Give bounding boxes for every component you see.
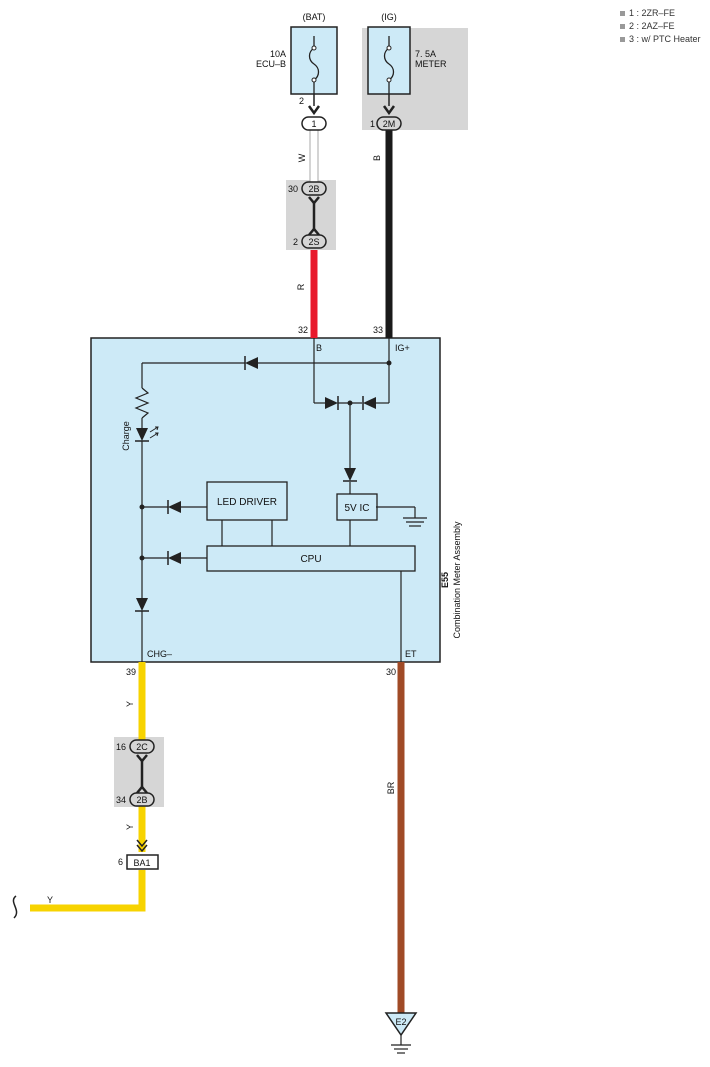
junction-arrow-icon [136, 839, 148, 853]
terminal-b-name: B [316, 343, 322, 353]
terminal-et-name: ET [405, 649, 417, 659]
connector-arrow-icon [307, 105, 321, 116]
ground-e2-icon [384, 1012, 418, 1037]
ic-5v-block [336, 493, 378, 521]
wire-label-b: B [372, 155, 382, 161]
wire-label-r: R [296, 283, 306, 290]
terminal-b-pin: 32 [298, 325, 308, 335]
component-id: E55 [440, 572, 450, 588]
connector-2s [301, 234, 327, 249]
wire-label-w: W [297, 153, 307, 162]
wire-label-y-2: Y [125, 824, 135, 830]
note-item: 2 : 2AZ–FE [620, 20, 701, 33]
component-name: Combination Meter Assembly [452, 521, 462, 639]
note-item: 3 : w/ PTC Heater [620, 33, 701, 46]
connector-2b-bottom-pin: 34 [116, 795, 126, 805]
diode-icon [168, 552, 181, 564]
wire-white [309, 129, 319, 183]
wire-label-y-1: Y [125, 701, 135, 707]
ig-fuse-icon [383, 36, 395, 94]
ic-5v-label: 5V IC [344, 503, 369, 514]
diode-icon [168, 501, 181, 513]
connector-2s-pin: 2 [293, 237, 298, 247]
diode-icon [344, 468, 356, 481]
terminal-ig-pin: 33 [373, 325, 383, 335]
connector-2b-bottom-label: 2B [136, 795, 147, 805]
wire-break-icon [12, 895, 18, 919]
combination-meter-box [90, 337, 441, 663]
wire-label-y-3: Y [47, 895, 53, 905]
connector-2b-top-label: 2B [308, 184, 319, 194]
connector-2c-pin: 16 [116, 742, 126, 752]
connector-2c [129, 739, 155, 754]
terminal-chg-name: CHG– [147, 649, 172, 659]
diode-icon [245, 357, 258, 369]
connector-2b-bottom [129, 792, 155, 807]
connector-2m-label: 2M [383, 119, 396, 129]
ig-fuse-rating: 7. 5A [415, 49, 436, 59]
connector-arrow-icon [382, 105, 396, 116]
variant-notes: 1 : 2ZR–FE 2 : 2AZ–FE 3 : w/ PTC Heater [620, 7, 701, 46]
charge-led-icon [136, 428, 148, 441]
bat-fuse-pin: 2 [299, 96, 304, 106]
terminal-chg-pin: 39 [126, 667, 136, 677]
cpu-block [206, 545, 416, 572]
ig-source-label: (IG) [381, 12, 397, 22]
charge-lamp-label: Charge [121, 421, 131, 451]
led-driver-block [206, 481, 288, 521]
ground-label: E2 [395, 1017, 406, 1027]
note-text: 1 : 2ZR–FE [629, 8, 676, 18]
wire-yellow-lower [30, 870, 146, 912]
ig-fuse-pin: 1 [370, 119, 375, 129]
connector-ba1-label: BA1 [133, 858, 150, 868]
ig-fuse-name: METER [415, 59, 447, 69]
connector-2s-label: 2S [308, 237, 319, 247]
connector-2c-label: 2C [136, 742, 148, 752]
led-driver-label: LED DRIVER [217, 497, 277, 508]
diode-icon [363, 397, 376, 409]
connector-ba1-pin: 6 [118, 857, 123, 867]
bullet-icon [620, 11, 625, 17]
connector-2m [376, 116, 402, 131]
terminal-ig-name: IG+ [395, 343, 410, 353]
diode-icon [325, 397, 338, 409]
bat-source-label: (BAT) [303, 12, 326, 22]
bat-fuse-rating: 10A [270, 49, 286, 59]
cpu-label: CPU [300, 554, 321, 565]
note-text: 3 : w/ PTC Heater [629, 34, 701, 44]
wire-label-br: BR [386, 781, 396, 794]
note-item: 1 : 2ZR–FE [620, 7, 701, 20]
note-text: 2 : 2AZ–FE [629, 21, 675, 31]
bullet-icon [620, 37, 625, 43]
connector-ba1 [126, 854, 159, 870]
connector-2b-top [301, 181, 327, 196]
terminal-et-pin: 30 [386, 667, 396, 677]
bullet-icon [620, 24, 625, 30]
bat-fuse-name: ECU–B [256, 59, 286, 69]
diode-icon [136, 598, 148, 611]
bat-fuse-icon [308, 36, 320, 94]
connector-1 [301, 116, 327, 131]
connector-1-label: 1 [311, 119, 316, 129]
connector-2b-top-pin: 30 [288, 184, 298, 194]
